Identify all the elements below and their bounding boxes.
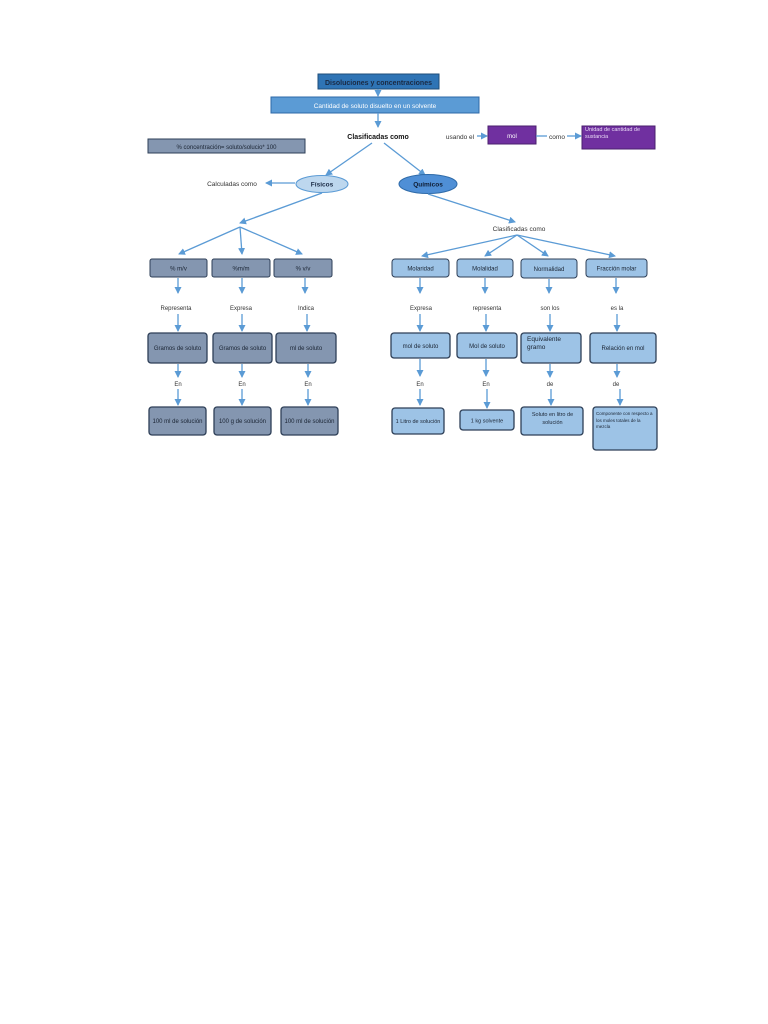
physical-branch-mm: %m/m Expresa Gramos de soluto En 100 g d… xyxy=(211,258,273,436)
branch-verb-text: son los xyxy=(540,306,559,312)
branch-mid-text: Gramos de soluto xyxy=(219,346,267,352)
branch-bottom-text: 1 Litro de solución xyxy=(396,419,441,425)
branch-prep-text: de xyxy=(547,382,554,388)
chemical-branch-molalidad: Molalidad representa Mol de soluto En 1 … xyxy=(456,258,518,431)
chemical-text: Químicos xyxy=(413,182,443,189)
branch-top-text: Fracción molar xyxy=(597,267,637,273)
as-label: como xyxy=(549,134,565,141)
branch-prep-text: de xyxy=(613,382,620,388)
mol-text: mol xyxy=(507,134,517,140)
physical-text: Físicos xyxy=(311,182,334,189)
branch-verb-text: Representa xyxy=(160,306,192,312)
branch-top-text: Molalidad xyxy=(472,267,498,273)
calc-label: Calculadas como xyxy=(207,181,257,188)
title-node: Disoluciones y concentraciones xyxy=(317,73,440,90)
chemical-branch-normalidad: Normalidad son los Equivalente gramo de … xyxy=(520,258,584,436)
branch-mid-text: Gramos de soluto xyxy=(154,346,202,352)
subtitle-text: Cantidad de soluto disuelto en un solven… xyxy=(314,103,437,110)
connector xyxy=(238,226,246,255)
branch-top-text: Molaridad xyxy=(407,267,433,273)
connector xyxy=(239,226,303,255)
connector xyxy=(239,192,323,225)
branch-verb-text: Expresa xyxy=(410,306,433,312)
branch-top-text: % v/v xyxy=(296,267,311,273)
branch-bottom-text: Componente con respecto a los moles tota… xyxy=(596,411,653,429)
branch-prep-text: En xyxy=(174,382,181,388)
branch-mid-text: ml de soluto xyxy=(290,346,323,352)
branch-mid-text: Equivalente gramo xyxy=(527,336,561,351)
connector xyxy=(325,142,373,176)
unit-node: Unidad de cantidad de sustancia xyxy=(581,125,656,150)
branch-mid-text: Relación en mol xyxy=(601,346,644,352)
classified-label: Clasificadas como xyxy=(347,134,408,141)
branch-bottom-text: 100 ml de solución xyxy=(284,419,334,425)
subtitle-node: Cantidad de soluto disuelto en un solven… xyxy=(270,96,480,114)
branch-verb-text: es la xyxy=(611,306,624,312)
branch-bottom-text: 100 ml de solución xyxy=(152,419,202,425)
branch-verb-text: Expresa xyxy=(230,306,253,312)
connector xyxy=(516,234,616,259)
chemical-node: Químicos xyxy=(398,174,458,194)
connector xyxy=(484,234,518,257)
branch-prep-text: En xyxy=(304,382,311,388)
connector xyxy=(427,193,516,224)
branch-verb-text: representa xyxy=(473,306,502,312)
connector xyxy=(421,234,518,259)
connector xyxy=(516,234,549,257)
branch-bottom-text: 1 kg solvente xyxy=(471,419,503,425)
formula-node: % concentración= soluto/solucio* 100 xyxy=(147,138,306,154)
chemical-branch-molaridad: Molaridad Expresa mol de soluto En 1 Lit… xyxy=(390,258,451,435)
chemical-classified-label: Clasificadas como xyxy=(493,226,546,233)
title-text: Disoluciones y concentraciones xyxy=(325,80,432,87)
unit-text: Unidad de cantidad de sustancia xyxy=(585,127,641,140)
branch-verb-text: Indica xyxy=(298,306,315,312)
branch-prep-text: En xyxy=(482,382,489,388)
branch-bottom-text: Soluto en litro de solución xyxy=(531,412,574,426)
branch-bottom-text: 100 g de solución xyxy=(219,419,266,425)
connector xyxy=(383,142,426,176)
branch-prep-text: En xyxy=(416,382,423,388)
branch-top-text: % m/v xyxy=(170,267,187,273)
physical-node: Físicos xyxy=(295,175,349,193)
branch-mid-text: Mol de soluto xyxy=(469,344,505,350)
physical-branch-mv: % m/v Representa Gramos de soluto En 100… xyxy=(147,258,208,436)
using-label: usando el xyxy=(446,134,475,141)
branch-mid-text: mol de soluto xyxy=(403,344,439,350)
branch-top-text: Normalidad xyxy=(534,267,565,273)
branch-top-text: %m/m xyxy=(233,267,250,273)
formula-text: % concentración= soluto/solucio* 100 xyxy=(177,145,278,151)
branch-prep-text: En xyxy=(238,382,245,388)
physical-branch-vv: % v/v Indica ml de soluto En 100 ml de s… xyxy=(273,258,339,436)
connector xyxy=(178,226,241,255)
chemical-branch-fraccion: Fracción molar es la Relación en mol de … xyxy=(585,258,658,451)
mol-node: mol xyxy=(487,125,537,145)
